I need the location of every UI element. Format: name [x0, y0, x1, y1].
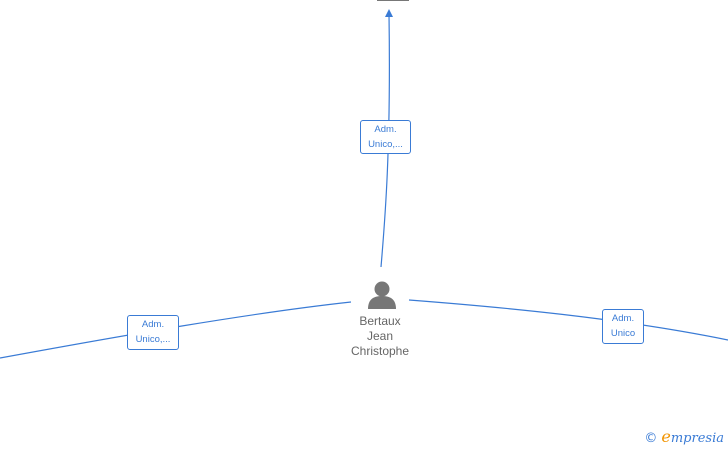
- person-name-line: Bertaux: [359, 314, 401, 328]
- edge-label-line: Adm.: [611, 313, 635, 324]
- edge-label-top[interactable]: Adm. Unico,...: [360, 120, 411, 154]
- edge-label-right[interactable]: Adm. Unico: [602, 309, 644, 344]
- edge-label-line: Adm.: [374, 124, 397, 135]
- brand-logo-initial: e: [661, 427, 671, 446]
- edge-label-left[interactable]: Adm. Unico,...: [127, 315, 179, 350]
- arrowhead-icon: [385, 9, 393, 17]
- brand-logo-text: mpresia: [670, 431, 724, 446]
- edge-to-right-company: [408, 299, 728, 341]
- person-name-line: Christophe: [350, 344, 410, 358]
- person-name-line: Jean: [366, 329, 394, 343]
- person-icon[interactable]: [368, 281, 396, 310]
- empresia-watermark: ©empresia: [644, 427, 724, 446]
- edge-to-left-company: [0, 301, 352, 359]
- copyright-icon: ©: [644, 431, 658, 446]
- edge-label-line: Unico,...: [368, 139, 403, 150]
- edge-to-top-company: [380, 13, 390, 268]
- edge-label-line: Adm.: [141, 319, 165, 330]
- edge-label-line: Unico,...: [135, 334, 171, 345]
- company-node-icon[interactable]: [377, 0, 409, 1]
- edge-label-line: Unico: [610, 328, 636, 339]
- person-name-label[interactable]: Bertaux Jean Christophe: [330, 314, 430, 359]
